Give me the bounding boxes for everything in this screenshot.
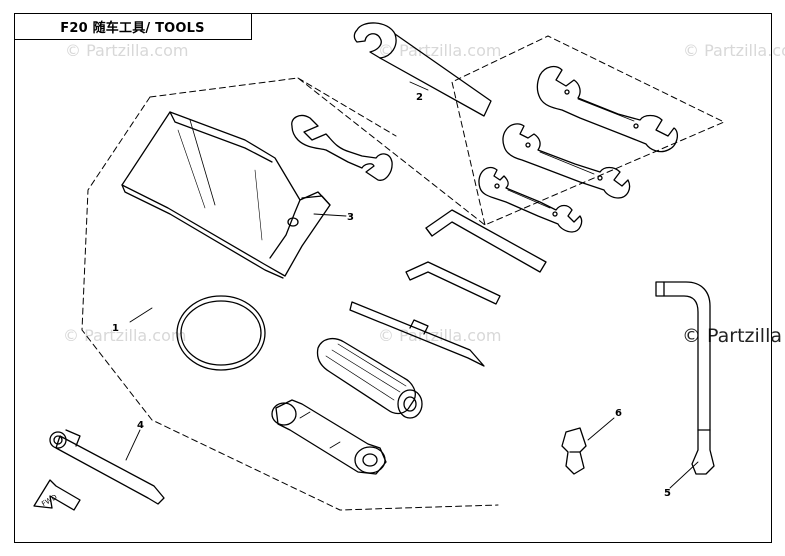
callout-6: 6 xyxy=(615,408,622,419)
watermark-dark: © Partzilla xyxy=(682,325,783,347)
double-wrench-large-icon xyxy=(536,65,679,153)
watermark: © Partzilla.com xyxy=(378,326,502,345)
callout-1: 1 xyxy=(112,323,119,334)
callout-2: 2 xyxy=(416,92,423,103)
kit-boundary xyxy=(81,35,725,511)
callout-3: 3 xyxy=(347,212,354,223)
box-wrench-icon xyxy=(655,281,715,475)
double-wrench-medium-icon xyxy=(502,123,631,199)
watermark: © Partzilla.com xyxy=(65,41,189,60)
fwd-label: FWD xyxy=(40,493,58,508)
hook-spanner-icon xyxy=(353,22,492,117)
open-wrench-icon xyxy=(291,114,393,181)
pressure-gauge-icon xyxy=(49,429,165,505)
watermark: © Partzilla.com xyxy=(63,326,187,345)
diagram-frame xyxy=(14,13,772,543)
title-box: F20 随车工具/ TOOLS xyxy=(14,13,252,40)
clip-fastener-icon xyxy=(561,427,587,475)
spark-plug-socket-icon xyxy=(271,399,387,475)
fwd-arrow-icon xyxy=(33,479,81,511)
callout-4: 4 xyxy=(137,420,144,431)
callout-5: 5 xyxy=(664,488,671,499)
hex-key-small-icon xyxy=(405,261,501,305)
diagram-title: F20 随车工具/ TOOLS xyxy=(60,20,205,36)
watermark: © Partzilla.com xyxy=(683,41,785,60)
ring-icon xyxy=(176,295,266,371)
tool-bag-icon xyxy=(121,111,331,279)
hex-key-large-icon xyxy=(425,209,547,273)
watermark: © Partzilla.com xyxy=(378,41,502,60)
leader-lines xyxy=(125,81,699,489)
screwdriver-handle-icon xyxy=(316,337,423,419)
screwdriver-shaft-icon xyxy=(349,301,485,367)
double-wrench-small-icon xyxy=(478,166,583,233)
